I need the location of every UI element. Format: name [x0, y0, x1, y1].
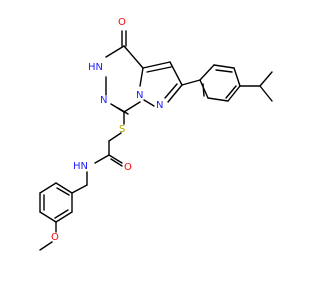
molecule-structure: O HN N N N S O HN O — [39, 17, 273, 251]
atom-n-pyrazole: N — [156, 100, 163, 111]
atom-n-bridge: N — [136, 90, 143, 101]
bonds — [39, 30, 273, 251]
atom-o-carbonyl-top: O — [118, 17, 126, 28]
molecule-canvas: O HN N N N S O HN O — [39, 17, 273, 251]
atom-o-methoxy: O — [51, 232, 59, 243]
atom-nh-amide: HN — [73, 161, 88, 172]
atom-s-thioether: S — [119, 124, 125, 135]
atom-nh-ring: HN — [88, 62, 103, 73]
atom-o-amide: O — [124, 162, 132, 173]
atom-labels: O HN N N N S O HN O — [51, 17, 163, 243]
atom-n-ring-left: N — [100, 95, 107, 106]
